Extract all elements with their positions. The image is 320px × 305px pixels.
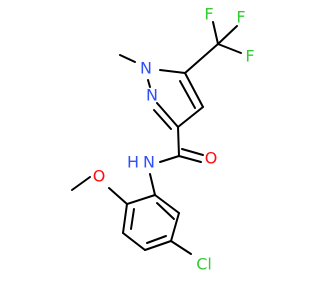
molecule-structure: F F F N N N H O O Cl (71, 5, 255, 274)
atom-label-f1: F (204, 5, 213, 24)
bond-cf3-f1 (212, 21, 219, 45)
atom-label-n1: N (140, 59, 152, 78)
bond-ring-c6-c1-double (156, 202, 175, 220)
bond-o-methyl (71, 176, 91, 191)
bond-c5-cf3 (184, 43, 219, 74)
bond-camide-o-double (181, 148, 204, 156)
bond-c4-c3 (177, 106, 204, 128)
bond-cf3-f3 (217, 43, 242, 54)
bond-camide-o (178, 155, 202, 163)
atom-label-layer: F F F N N N H O O Cl (93, 5, 255, 274)
bond-nh-c1 (149, 173, 156, 196)
bond-ring-c3-c4 (122, 232, 146, 251)
bond-c3-n2-double (153, 109, 172, 130)
atom-label-nh: N (143, 153, 155, 172)
atom-label-f3: F (245, 47, 254, 66)
bond-ring-c4-c5 (144, 240, 172, 251)
bond-ring-c5-c6 (170, 212, 180, 242)
bond-c2-o (108, 187, 128, 205)
bond-c5-c4-double (179, 80, 196, 109)
bond-ring-c1-c2 (126, 194, 156, 205)
bond-ring-c2-c3 (122, 203, 128, 234)
bond-cf3-f2 (217, 25, 238, 45)
bond-ring-c2-c3-double (130, 208, 135, 230)
bond-c3-camide (177, 126, 180, 157)
atom-label-o-methoxy: O (93, 167, 106, 186)
atom-label-h-amide: H (127, 153, 139, 172)
bond-n1-methyl (119, 54, 136, 63)
bond-c5-cl (170, 240, 192, 255)
bond-n1-c5 (159, 69, 186, 74)
atom-label-n2: N (146, 86, 158, 105)
bond-c5-c4 (184, 72, 204, 108)
bond-ring-c4-c5-double (146, 235, 167, 244)
bond-n2-n1 (147, 79, 151, 88)
bond-ring-c6-c1 (154, 194, 180, 214)
bond-c3-n2 (156, 102, 179, 128)
molecule-diagram: F F F N N N H O O Cl (71, 5, 255, 274)
atom-label-f2: F (236, 8, 245, 27)
bond-camide-nh (159, 155, 180, 163)
atom-label-cl: Cl (196, 255, 212, 274)
bond-layer (71, 21, 242, 255)
atom-label-o-carbonyl: O (205, 149, 218, 168)
